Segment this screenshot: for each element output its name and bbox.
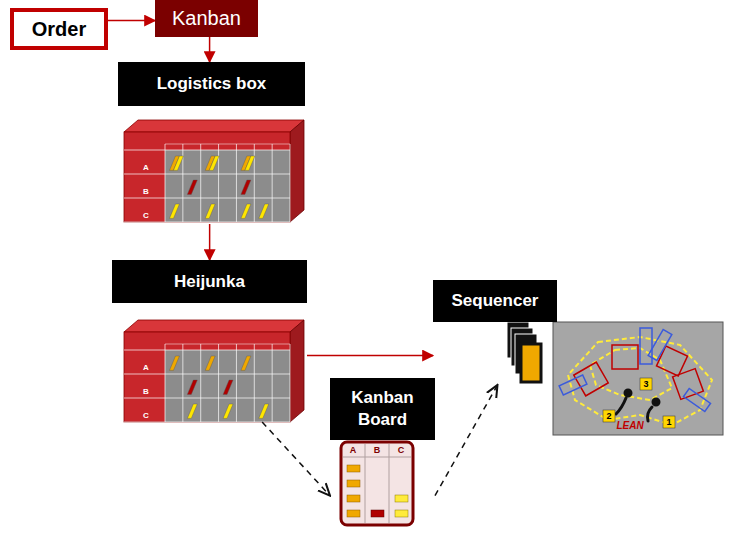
grid-line (165, 144, 166, 222)
node: Logistics box (118, 62, 305, 224)
box-side (290, 120, 304, 222)
grid-line (200, 344, 201, 422)
row-letter: C (143, 212, 149, 220)
node: Kanban (155, 0, 258, 37)
node: Order (10, 8, 108, 50)
grid-line (165, 144, 290, 145)
storage-box (124, 120, 304, 222)
column-letter: B (374, 446, 381, 455)
grid-line (236, 144, 237, 222)
box-front (124, 132, 290, 222)
box-top (124, 320, 304, 332)
logo-text: LEAN (616, 421, 643, 431)
kanban-card (169, 356, 179, 370)
grid-line (124, 374, 290, 375)
box-front (124, 332, 290, 422)
row-letter: B (143, 188, 149, 196)
kanban-card (187, 380, 197, 394)
kanban-card (187, 404, 197, 418)
grid-line (236, 344, 237, 422)
box-side (290, 320, 304, 422)
box-top (124, 120, 304, 132)
storage-box (124, 320, 304, 422)
column-letter: C (398, 446, 405, 455)
kanban-card (241, 204, 251, 218)
row-letter: B (143, 388, 149, 396)
stage-label: Logistics box (118, 62, 305, 106)
stage-label: Heijunka (112, 260, 307, 303)
grid-line (165, 344, 166, 422)
callout-number: 1 (666, 418, 671, 427)
row-letter: A (143, 364, 149, 372)
grid-line (124, 174, 290, 175)
grid-line (272, 344, 273, 422)
dashed-arrow (435, 385, 497, 496)
flow-arrow (108, 20, 155, 22)
dashed-arrow (262, 422, 330, 496)
kanban-card (187, 180, 197, 194)
order-box: Order (10, 8, 108, 50)
grid-line (124, 150, 290, 151)
kanban-card (241, 180, 251, 194)
flow-arrow (209, 224, 211, 260)
callout-number: 2 (606, 412, 611, 421)
flow-arrow (209, 37, 211, 62)
node: Kanban Board (330, 378, 435, 527)
kanban-card (169, 204, 179, 218)
row-letter: C (143, 412, 149, 420)
kanban-card (173, 156, 183, 170)
kanban-card (205, 356, 215, 370)
box-grid (165, 350, 290, 422)
grid-line (254, 144, 255, 222)
kanban-card (241, 356, 251, 370)
kanban-card (259, 204, 269, 218)
grid-line (272, 144, 273, 222)
grid-line (290, 344, 291, 422)
card-stack (507, 322, 541, 382)
stage-label: Sequencer (433, 280, 557, 322)
kanban-card (245, 156, 255, 170)
grid-line (124, 350, 290, 351)
grid-line (182, 344, 183, 422)
node: Heijunka (112, 260, 307, 422)
kanban-card (205, 204, 215, 218)
grid-line (218, 144, 219, 222)
grid-line (124, 198, 290, 199)
kanban-card (223, 404, 233, 418)
flow-arrow (307, 355, 433, 357)
kanban-board-icon (341, 442, 413, 525)
callout-number: 3 (643, 380, 648, 389)
node: Sequencer (433, 280, 557, 385)
kanban-card (223, 380, 233, 394)
grid-line (254, 344, 255, 422)
grid-line (124, 222, 290, 223)
box-grid (165, 150, 290, 222)
grid-line (165, 344, 290, 345)
grid-line (218, 344, 219, 422)
grid-line (290, 144, 291, 222)
grid-line (124, 398, 290, 399)
row-letter: A (143, 164, 149, 172)
kanban-card (259, 404, 269, 418)
stage-label: Kanban Board (330, 378, 435, 440)
grid-line (200, 144, 201, 222)
kanban-box: Kanban (155, 0, 258, 37)
grid-line (182, 144, 183, 222)
kanban-card (209, 156, 219, 170)
column-letter: A (350, 446, 357, 455)
work-cell (553, 322, 723, 435)
grid-line (124, 422, 290, 423)
